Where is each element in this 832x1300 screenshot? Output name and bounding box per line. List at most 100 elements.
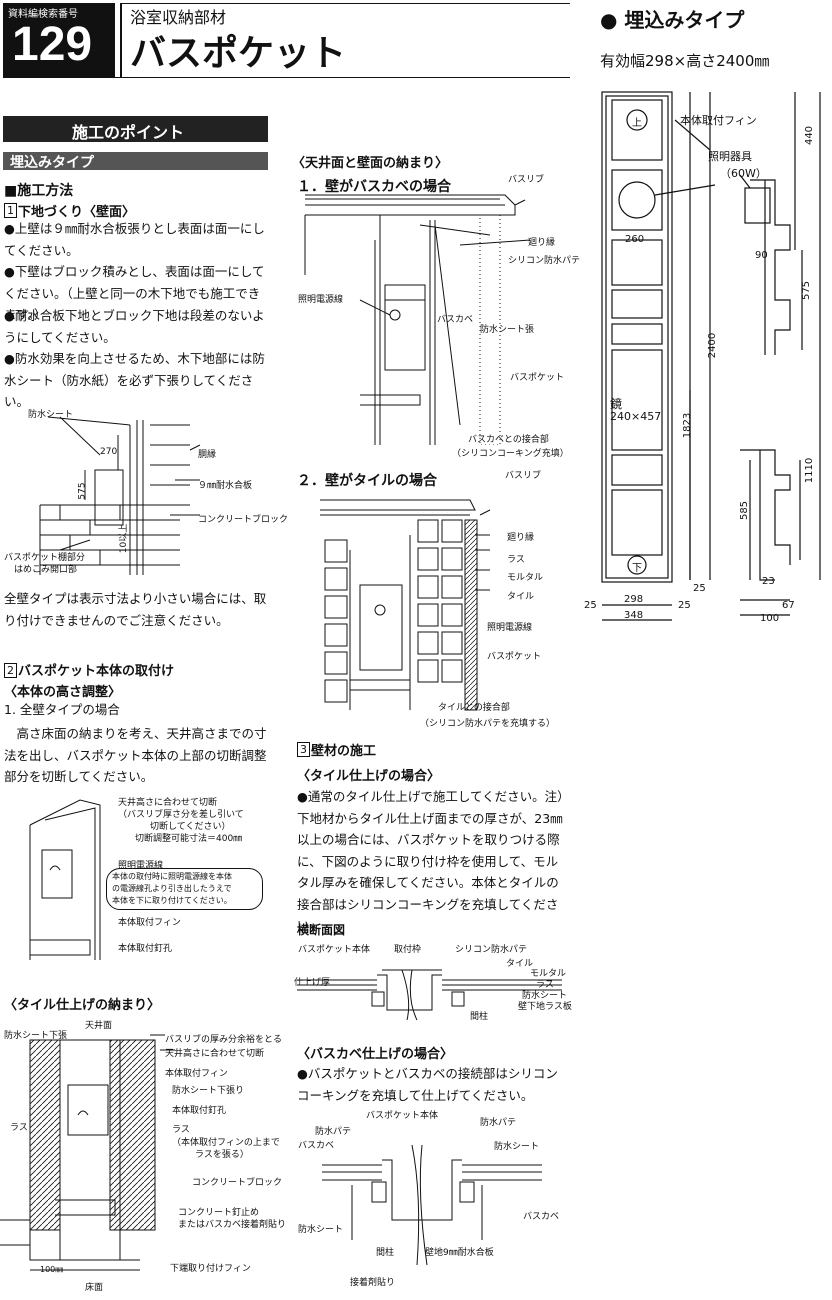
fig6-lath: ラス xyxy=(536,980,554,990)
section-bar xyxy=(3,116,268,142)
fig5-wire: 照明電源線 xyxy=(487,623,533,633)
fig7-putty1: 防水パテ xyxy=(315,1127,352,1137)
fig3-a8: ラスを張る） xyxy=(195,1150,249,1160)
bullet-1: ●上壁は９㎜耐水合板張りとし表面は面一にしてください。 xyxy=(4,221,265,258)
ref-label: 資料編検索番号 xyxy=(8,9,78,20)
step1-num: 1 xyxy=(4,203,17,218)
case1: １．壁がバスカベの場合 xyxy=(297,179,451,195)
fig3-a2: 天井高さに合わせて切断 xyxy=(165,1049,265,1059)
dim-25-c: 25 xyxy=(678,600,691,611)
dim-1823: 1823 xyxy=(682,412,694,439)
fig1-opening-2: はめこみ開口部 xyxy=(14,565,78,575)
fig5-mortar: モルタル xyxy=(507,573,544,583)
fig3-a6: ラス xyxy=(172,1125,190,1135)
fig1-block: コンクリートブロック xyxy=(198,515,289,525)
sub1: 1. 全壁タイプの場合 xyxy=(4,702,120,717)
fig2-nail: 本体取付釘孔 xyxy=(118,944,173,954)
section-title: 施工のポイント xyxy=(72,123,185,142)
fig5-mawari: 廻り縁 xyxy=(507,533,535,543)
fig5-tile: タイル xyxy=(507,592,535,602)
fig7-stud: 間柱 xyxy=(376,1248,395,1258)
fig3-a10: コンクリート釘止め xyxy=(178,1208,260,1218)
tile-text: ●通常のタイル仕上げで施工してください。注）下地材からタイル仕上げ面までの厚さが… xyxy=(297,789,564,933)
fig1-575: 575 xyxy=(77,482,88,500)
fig6-sheet: 防水シート xyxy=(522,991,568,1001)
dim-298: 298 xyxy=(624,594,644,605)
fig6-mortar: モルタル xyxy=(530,969,567,979)
fig6-thick: 仕上げ厚 xyxy=(294,978,331,988)
fig6-tile: タイル xyxy=(506,959,534,969)
fig7-kabe2: バスカベ xyxy=(523,1212,560,1222)
header-number-box xyxy=(3,3,115,77)
dim-575: 575 xyxy=(801,280,813,301)
type-title: ● 埋込みタイプ xyxy=(600,8,745,32)
fig3-a1: バスリブの厚み分余裕をとる xyxy=(165,1035,283,1045)
label-watt: （60W） xyxy=(720,167,767,180)
fig3-a11: またはバスカベ接着剤貼り xyxy=(178,1220,287,1230)
type-label: 埋込みタイプ xyxy=(10,155,94,171)
height-adjust: 〈本体の高さ調整〉 xyxy=(4,685,122,700)
fig2-c4: 切断調整可能寸法＝400㎜ xyxy=(135,834,243,844)
bathwall-cross-section-drawing xyxy=(322,1144,542,1266)
step1-heading: 下地づくり〈壁面〉 xyxy=(18,205,136,220)
header-divider xyxy=(120,3,122,77)
fig4-rib: バスリブ xyxy=(508,175,545,185)
fig5-lath: ラス xyxy=(507,555,525,565)
fig6-body: バスポケット本体 xyxy=(298,945,371,955)
dim-440: 440 xyxy=(804,125,816,146)
fig2-w2: の電源線孔より引き出したうえで xyxy=(112,884,232,893)
dim-67: 67 xyxy=(782,600,795,611)
bullet-3: ●耐水合板下地とブロック下地は段差のないようにしてください。 xyxy=(4,308,265,345)
dim-348: 348 xyxy=(624,610,644,621)
fig1-10: 10以上 xyxy=(119,523,130,554)
fig2-wire: 照明電源線 xyxy=(118,861,164,871)
fig3-floor: 床面 xyxy=(85,1283,104,1293)
product-title: バスポケット xyxy=(130,33,347,74)
fig6-frame: 取付枠 xyxy=(394,945,422,955)
sub1-text: 高さ床面の納まりを考え、天井高さまでの寸法を出し、バスポケット本体の上部の切断調… xyxy=(4,726,267,784)
fig1-opening-1: バスポケット棚部分 xyxy=(4,553,86,563)
step2-num: 2 xyxy=(4,663,17,678)
tile-case: 〈タイル仕上げの場合〉 xyxy=(297,769,441,784)
fig3-a12: 下端取り付けフィン xyxy=(170,1264,251,1274)
fig3-lath: ラス xyxy=(10,1123,28,1133)
fig1-dobuchi: 胴縁 xyxy=(198,450,217,460)
bullet-4: ●防水効果を向上させるため、木下地部には防水シート（防水紙）を必ず下張りしてくだ… xyxy=(4,351,265,409)
kabe-case: 〈バスカベ仕上げの場合〉 xyxy=(297,1047,454,1062)
category: 浴室収納部材 xyxy=(130,8,227,27)
fig5-pocket: バスポケット xyxy=(487,652,542,662)
spec: 有効幅298×高さ2400㎜ xyxy=(600,52,770,70)
tile-title: 〈タイル仕上げの納まり〉 xyxy=(4,998,161,1013)
ceil-title: 〈天井面と壁面の納まり〉 xyxy=(292,156,449,171)
fig3-a7: （本体取付フィンの上まで xyxy=(172,1138,280,1148)
dim-1110: 1110 xyxy=(804,457,816,484)
label-mirror: 鏡 xyxy=(610,397,623,411)
label-mirror-size: 240×457 xyxy=(610,410,662,423)
cross-title: 横断面図 xyxy=(297,923,346,937)
fig5-rib: バスリブ xyxy=(505,471,542,481)
dim-90: 90 xyxy=(755,250,768,261)
dim-25-a: 25 xyxy=(693,583,706,594)
label-bottom: 下 xyxy=(632,563,642,574)
fig4-silicon: シリコン防水パテ xyxy=(508,256,581,266)
fig2-fin: 本体取付フィン xyxy=(118,918,181,928)
kabe-text: ●バスポケットとバスカベの接続部はシリコンコーキングを充填して仕上げてください。 xyxy=(297,1066,558,1103)
fig7-ply: 壁地9㎜耐水合板 xyxy=(425,1248,494,1258)
dim-23: 23 xyxy=(762,576,775,587)
note-1: 全壁タイプは表示寸法より小さい場合には、取り付けできませんのでご注意ください。 xyxy=(4,591,267,628)
tile-finish-drawing xyxy=(0,1034,175,1271)
fig4-pocket: バスポケット xyxy=(510,373,565,383)
front-elevation-drawing xyxy=(601,91,821,621)
tilewall-joint-drawing xyxy=(320,499,491,711)
fig7-body: バスポケット本体 xyxy=(366,1111,439,1121)
fig5-joint: タイルとの接合部 xyxy=(438,703,510,713)
fig7-sheet1: 防水シート xyxy=(494,1142,540,1152)
fig2-w1: 本体の取付時に照明電源線を本体 xyxy=(112,872,232,881)
fig5-joint2: （シリコン防水パテを充填する） xyxy=(420,719,556,729)
dim-2400: 2400 xyxy=(707,332,719,359)
case2: ２．壁がタイルの場合 xyxy=(297,473,437,489)
fig6-silicon: シリコン防水パテ xyxy=(455,945,528,955)
fig1-ply: ９㎜耐水合板 xyxy=(198,481,253,491)
header-bottom-rule xyxy=(3,77,570,78)
method-heading: ■施工方法 xyxy=(4,183,74,199)
